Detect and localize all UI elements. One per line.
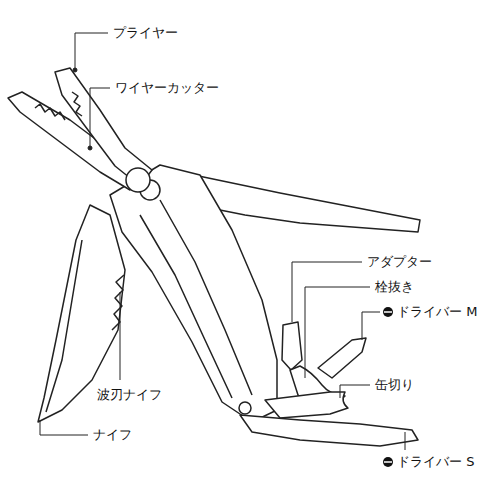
part-label: 栓抜き (374, 279, 415, 295)
part-label: ドライバー S (396, 454, 475, 470)
leader-line (305, 287, 370, 378)
leader-dot (88, 146, 92, 150)
knife-serration (112, 275, 124, 330)
handle-line (140, 215, 232, 398)
can-opener (265, 392, 348, 418)
screw (239, 402, 251, 414)
adapter (282, 322, 302, 370)
handle-line (160, 200, 252, 395)
leader-line (340, 385, 370, 398)
plier-teeth (72, 92, 82, 116)
leader-line (90, 88, 110, 148)
leaders (40, 33, 405, 450)
part-label: プライヤー (112, 25, 179, 41)
leader-line (405, 432, 406, 450)
leader-line (75, 33, 108, 70)
part-label: アダプター (366, 254, 433, 270)
leader-line (40, 420, 88, 435)
handle (110, 165, 277, 422)
part-label: 缶切り (374, 377, 415, 393)
part-label: ドライバー M (396, 304, 478, 320)
screwdriver-icon-slot (384, 311, 392, 313)
leader-dot (73, 68, 77, 72)
part-label: ワイヤーカッター (114, 80, 220, 96)
screwdriver-s (240, 415, 418, 446)
screwdriver-icon (383, 307, 393, 317)
leader-line (292, 262, 362, 322)
pivot (126, 168, 150, 192)
leader-line (120, 292, 121, 380)
plier-teeth (35, 104, 65, 120)
part-label: ナイフ (92, 427, 133, 443)
leader-line (362, 312, 380, 340)
screwdriver-icon (383, 457, 393, 467)
screwdriver-m (318, 338, 366, 378)
part-label: 波刃ナイフ (96, 387, 163, 403)
screwdriver-icon-slot (384, 461, 392, 463)
knife-edge (46, 240, 82, 412)
